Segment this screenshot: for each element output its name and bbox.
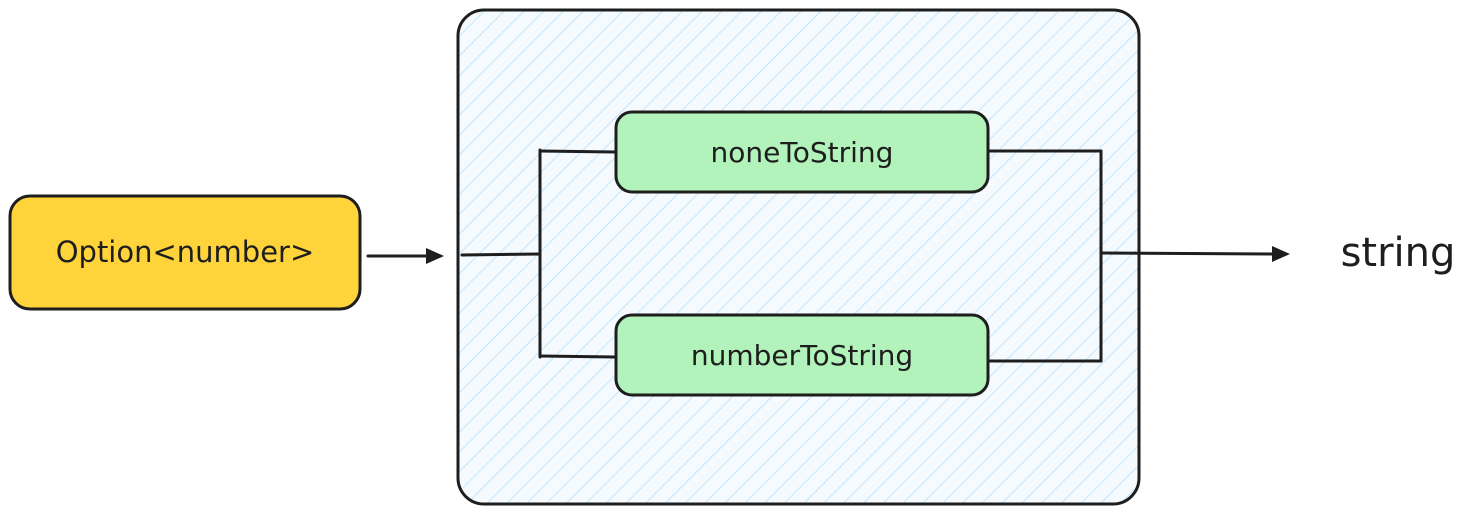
number-to-string-node[interactable]: numberToString bbox=[614, 313, 990, 397]
output-label: string bbox=[1341, 230, 1456, 276]
none-to-string-box bbox=[614, 110, 990, 194]
output-arrow-head bbox=[1272, 246, 1290, 262]
split-to-none bbox=[538, 149, 617, 154]
output-arrow-shaft bbox=[1099, 251, 1280, 256]
match-container-border bbox=[456, 8, 1141, 506]
number-to-string-box bbox=[614, 313, 990, 397]
split-stem bbox=[460, 252, 542, 257]
none-to-string-label: noneToString bbox=[711, 136, 894, 169]
connectors bbox=[366, 148, 1280, 363]
number-to-string-label: numberToString bbox=[691, 339, 913, 372]
input-arrow-head bbox=[426, 248, 444, 264]
input-node[interactable]: Option<number> bbox=[8, 194, 362, 311]
none-to-string-node[interactable]: noneToString bbox=[614, 110, 990, 194]
input-node-box bbox=[8, 194, 362, 311]
match-container-hatch bbox=[458, 10, 1139, 504]
split-to-number bbox=[538, 354, 617, 359]
input-node-label: Option<number> bbox=[56, 235, 315, 269]
match-container bbox=[456, 8, 1141, 506]
